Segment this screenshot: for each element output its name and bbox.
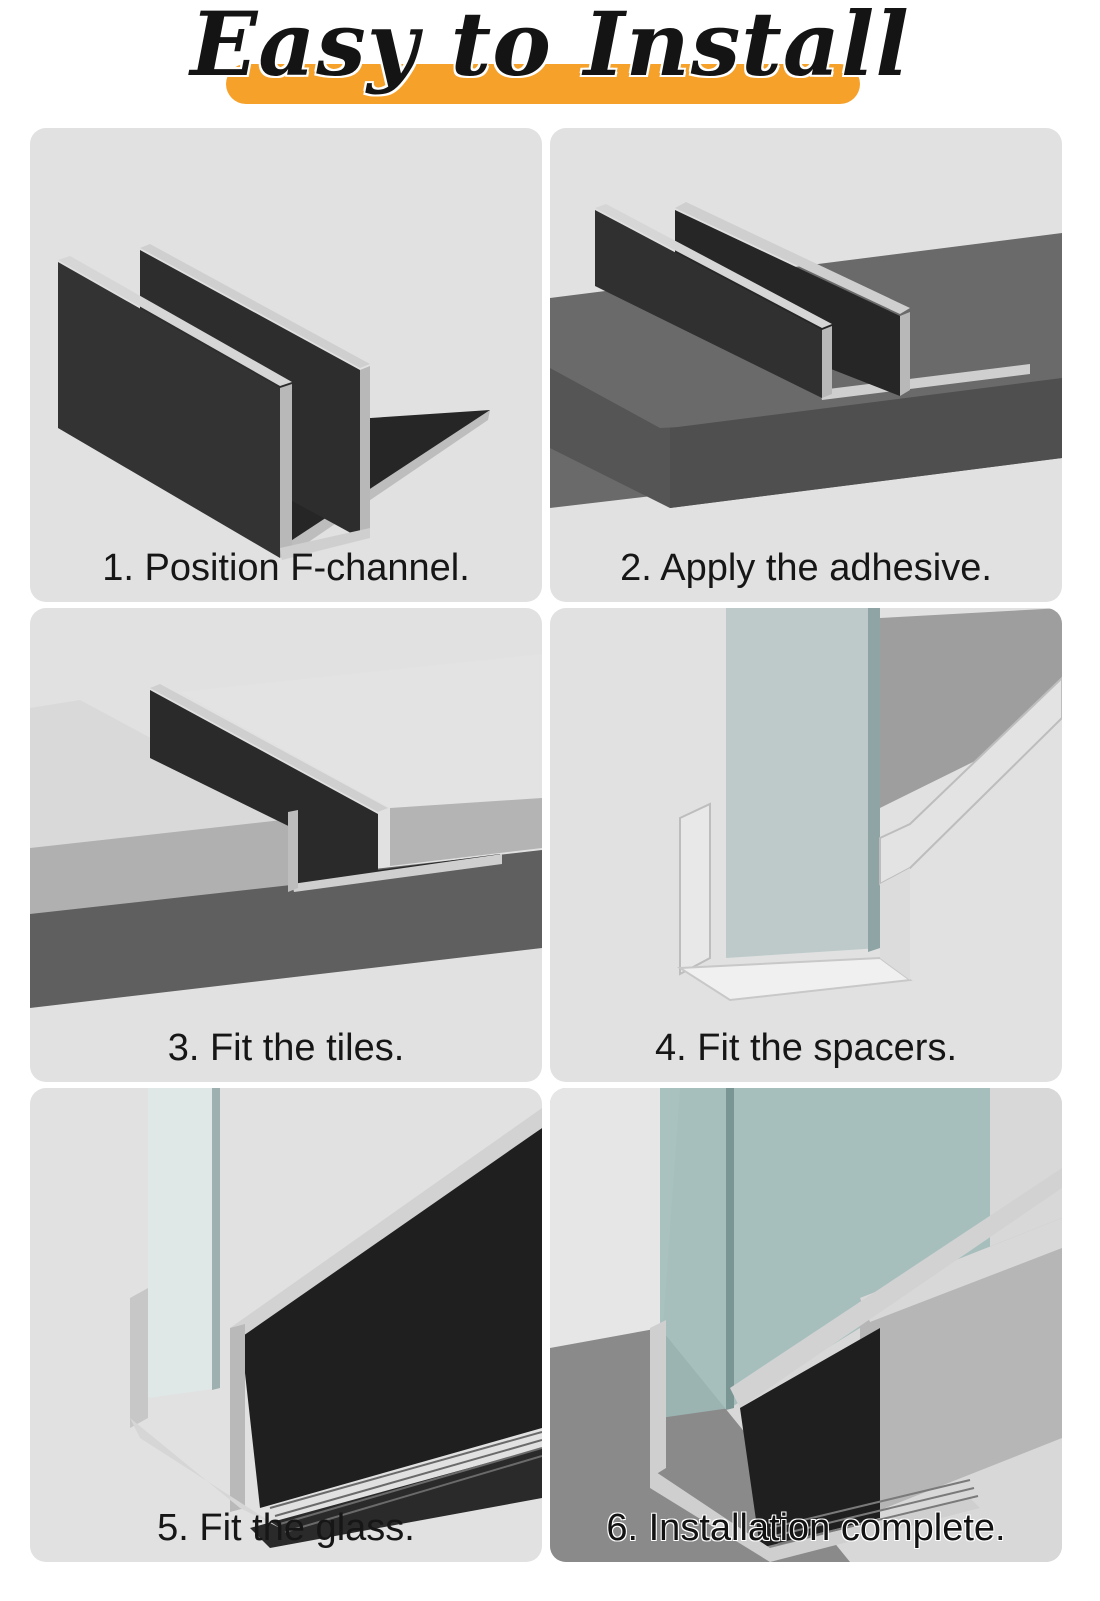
step-3-panel: 3. Fit the tiles.: [30, 608, 542, 1082]
f-channel-illustration: [58, 244, 490, 560]
page-title: Easy to Install: [190, 0, 910, 96]
installation-complete-illustration: [550, 1088, 1062, 1562]
step-6-panel: 6. Installation complete.: [550, 1088, 1062, 1562]
step-1-caption: 1. Position F-channel.: [102, 547, 470, 589]
step-4-panel: 4. Fit the spacers.: [550, 608, 1062, 1082]
step-6-caption: 6. Installation complete.: [606, 1507, 1006, 1549]
tiles-illustration: [30, 654, 542, 1008]
header: Easy to Install: [0, 0, 1100, 120]
step-4-caption: 4. Fit the spacers.: [654, 1027, 957, 1069]
glass-fit-illustration: [130, 1088, 542, 1548]
adhesive-illustration: [550, 202, 1062, 508]
spacers-illustration: [676, 608, 1062, 1002]
title-underline-bar: [226, 64, 860, 104]
step-3-caption: 3. Fit the tiles.: [167, 1027, 405, 1069]
step-5-panel: 5. Fit the glass.: [30, 1088, 542, 1562]
step-5-caption: 5. Fit the glass.: [157, 1507, 415, 1549]
step-2-caption: 2. Apply the adhesive.: [620, 547, 992, 589]
step-1-panel: 1. Position F-channel.: [30, 128, 542, 602]
step-2-panel: 2. Apply the adhesive.: [550, 128, 1062, 602]
